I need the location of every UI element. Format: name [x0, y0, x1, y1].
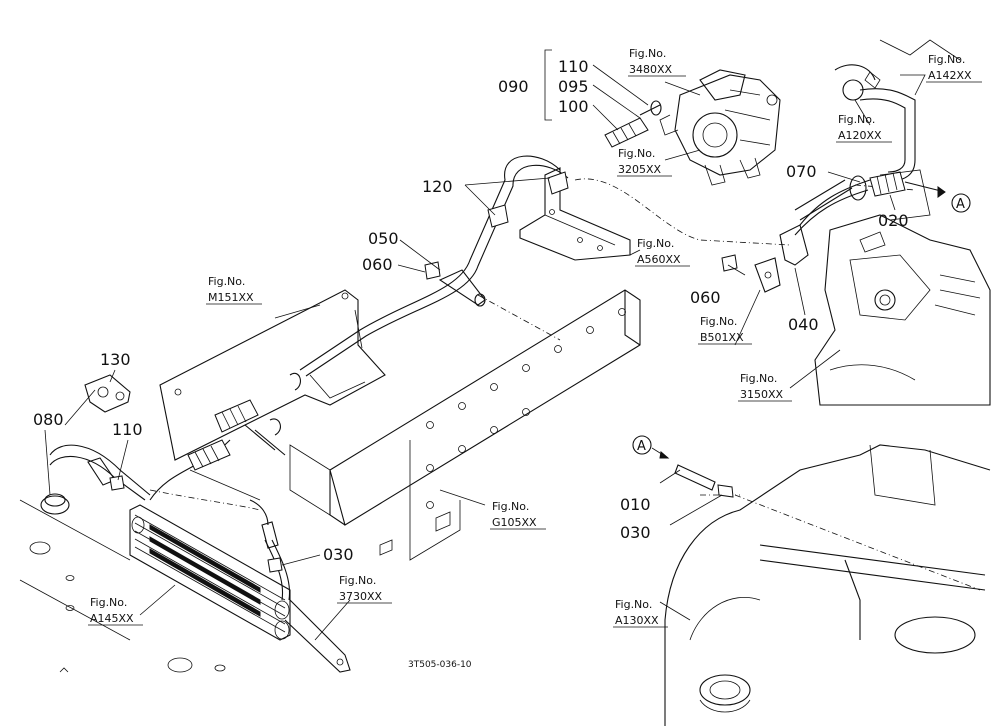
fig-a145-code: A145XX: [90, 612, 134, 625]
callout-080: 080: [33, 410, 64, 429]
fig-b501-code: B501XX: [700, 331, 744, 344]
callout-110-top: 110: [558, 57, 589, 76]
fig-m151-prefix: Fig.No.: [208, 275, 245, 288]
callout-020: 020: [878, 211, 909, 230]
fig-3480-prefix: Fig.No.: [629, 47, 666, 60]
pump-assembly: [604, 69, 781, 186]
marker-a-1: A: [956, 197, 965, 212]
callout-010: 010: [620, 495, 651, 514]
fig-3205-prefix: Fig.No.: [618, 147, 655, 160]
fig-a142-code: A142XX: [928, 69, 972, 82]
fig-3480-code: 3480XX: [629, 63, 673, 76]
housing-a130: [664, 444, 991, 726]
callout-120: 120: [422, 177, 453, 196]
fig-a130-prefix: Fig.No.: [615, 598, 652, 611]
callout-060-right: 060: [690, 288, 721, 307]
callout-070: 070: [786, 162, 817, 181]
marker-a-circle-2: [632, 435, 652, 455]
fig-a560-prefix: Fig.No.: [637, 237, 674, 250]
fig-m151-code: M151XX: [208, 291, 254, 304]
fig-3730-prefix: Fig.No.: [339, 574, 376, 587]
callout-060-left: 060: [362, 255, 393, 274]
fig-a120-code: A120XX: [838, 129, 882, 142]
diagram-code: 3T505-036-10: [408, 660, 472, 670]
section-markers: A A: [632, 193, 971, 455]
fitting-020: [834, 64, 946, 201]
callout-090: 090: [498, 77, 529, 96]
cover-plate: [159, 289, 386, 461]
frame-rail: [289, 289, 641, 561]
figure-references: Fig.No. 3480XX Fig.No. 3205XX Fig.No. A1…: [88, 47, 982, 628]
left-parts: [19, 374, 283, 673]
fig-g105-prefix: Fig.No.: [492, 500, 529, 513]
bracket-a560: [487, 167, 631, 261]
fig-a142-prefix: Fig.No.: [928, 53, 965, 66]
callout-040: 040: [788, 315, 819, 334]
fig-a130-code: A130XX: [615, 614, 659, 627]
leader-lines: [44, 49, 926, 641]
callout-095: 095: [558, 77, 589, 96]
callout-050: 050: [368, 229, 399, 248]
callout-030-right: 030: [620, 523, 651, 542]
clamp-040: [721, 224, 809, 293]
oil-cooler: [129, 504, 351, 673]
marker-a-circle-1: [951, 193, 971, 213]
callout-110-left: 110: [112, 420, 143, 439]
callout-130: 130: [100, 350, 131, 369]
fig-3205-code: 3205XX: [618, 163, 662, 176]
callout-030-left: 030: [323, 545, 354, 564]
callout-100: 100: [558, 97, 589, 116]
transmission-case: [814, 39, 991, 406]
fig-a560-code: A560XX: [637, 253, 681, 266]
fitting-050: [424, 261, 486, 307]
fig-3730-code: 3730XX: [339, 590, 383, 603]
fig-a120-prefix: Fig.No.: [838, 113, 875, 126]
marker-a-2: A: [637, 439, 646, 454]
fig-3150-code: 3150XX: [740, 388, 784, 401]
fig-b501-prefix: Fig.No.: [700, 315, 737, 328]
hose-sleeves: [187, 372, 301, 471]
fig-3150-prefix: Fig.No.: [740, 372, 777, 385]
callout-numbers: 090 110 095 100 120 050 060 070 020 060 …: [33, 57, 909, 564]
fig-a145-prefix: Fig.No.: [90, 596, 127, 609]
flow-lines: [149, 178, 981, 591]
fig-g105-code: G105XX: [492, 516, 537, 529]
